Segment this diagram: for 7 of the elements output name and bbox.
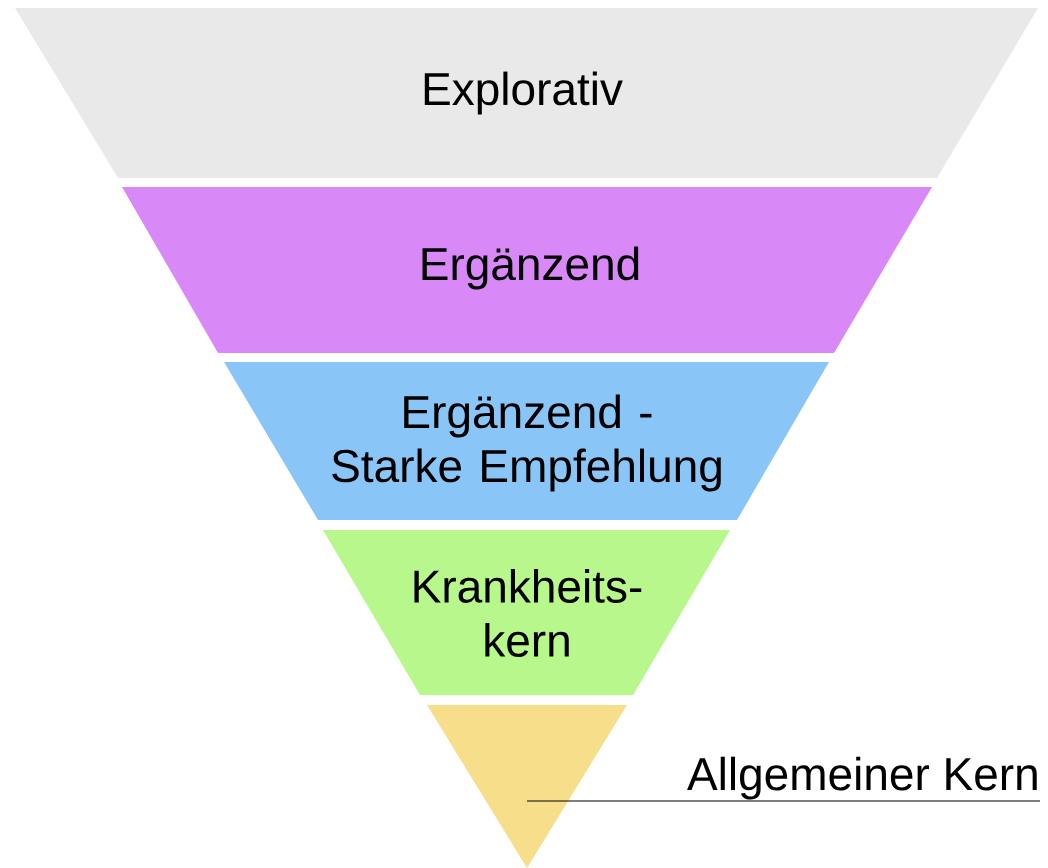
leader-line [526, 800, 1041, 802]
funnel-tip [427, 705, 627, 868]
label-text: Allgemeiner Kern [687, 756, 1037, 800]
funnel-band: Ergänzend - Starke Empfehlung [224, 362, 829, 520]
funnel-band: Krankheits- kern [323, 530, 730, 695]
funnel-band: Ergänzend [122, 187, 932, 353]
funnel-band: Explorativ [15, 8, 1038, 178]
